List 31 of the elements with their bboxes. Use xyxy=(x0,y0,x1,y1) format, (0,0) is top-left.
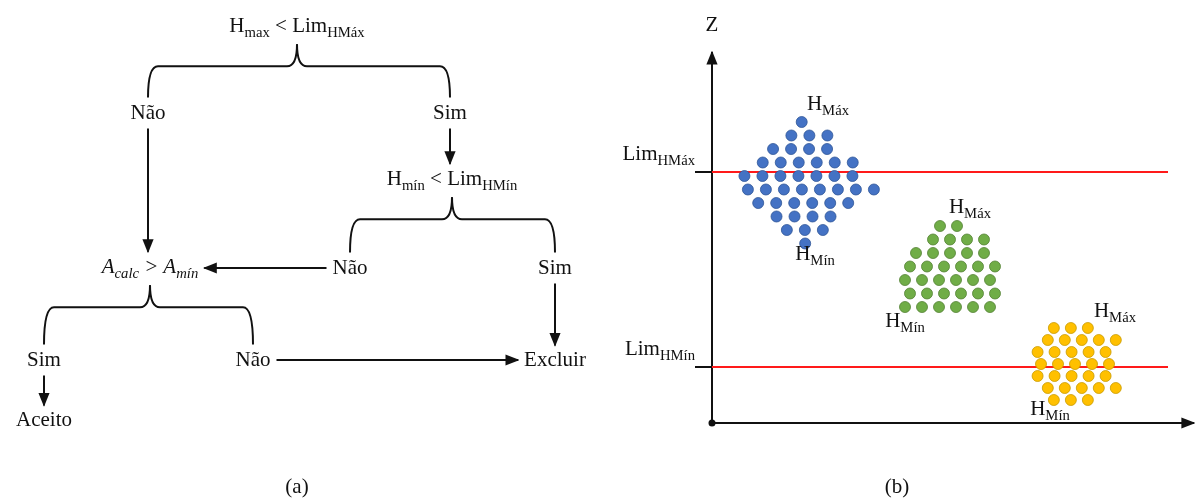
axis-label: Z xyxy=(705,13,719,37)
arrow xyxy=(444,127,456,166)
outcome-text: Aceito xyxy=(16,408,72,432)
point-label: H$_{Mín}$ xyxy=(795,241,835,269)
branch-label: Sim xyxy=(538,256,572,280)
branch-label: Sim xyxy=(433,101,467,125)
point-label: H$_{Máx}$ xyxy=(948,194,992,222)
branch-label: Não xyxy=(235,348,271,372)
brace-connector xyxy=(149,284,254,346)
branch-label: Não xyxy=(130,101,166,125)
point-label: H$_{Mín}$ xyxy=(1030,396,1070,424)
branch-label: Não xyxy=(332,256,368,280)
point-label: H$_{Máx}$ xyxy=(806,91,850,119)
condition-text: H$_{max}$ < Lim$_{HMáx}$ xyxy=(229,13,365,41)
threshold-label: Lim$_{HMáx}$ xyxy=(622,141,695,169)
condition-text: A$_{calc}$ > A$_{mín}$ xyxy=(101,254,199,282)
point-label: H$_{Máx}$ xyxy=(1093,298,1137,326)
condition-text: H$_{mín}$ < Lim$_{HMín}$ xyxy=(386,166,518,194)
arrow xyxy=(275,354,520,366)
outcome-text: Excluir xyxy=(524,348,586,372)
arrow xyxy=(202,262,328,274)
panel-label: (a) xyxy=(285,475,309,499)
arrow xyxy=(549,282,561,347)
brace-connector xyxy=(451,196,556,254)
arrow xyxy=(142,127,154,254)
brace-connector xyxy=(296,43,451,99)
branch-label: Sim xyxy=(27,348,61,372)
arrow xyxy=(38,374,50,407)
panel-label: (b) xyxy=(884,475,910,499)
threshold-label: Lim$_{HMín}$ xyxy=(624,336,695,364)
point-label: H$_{Mín}$ xyxy=(885,308,925,336)
